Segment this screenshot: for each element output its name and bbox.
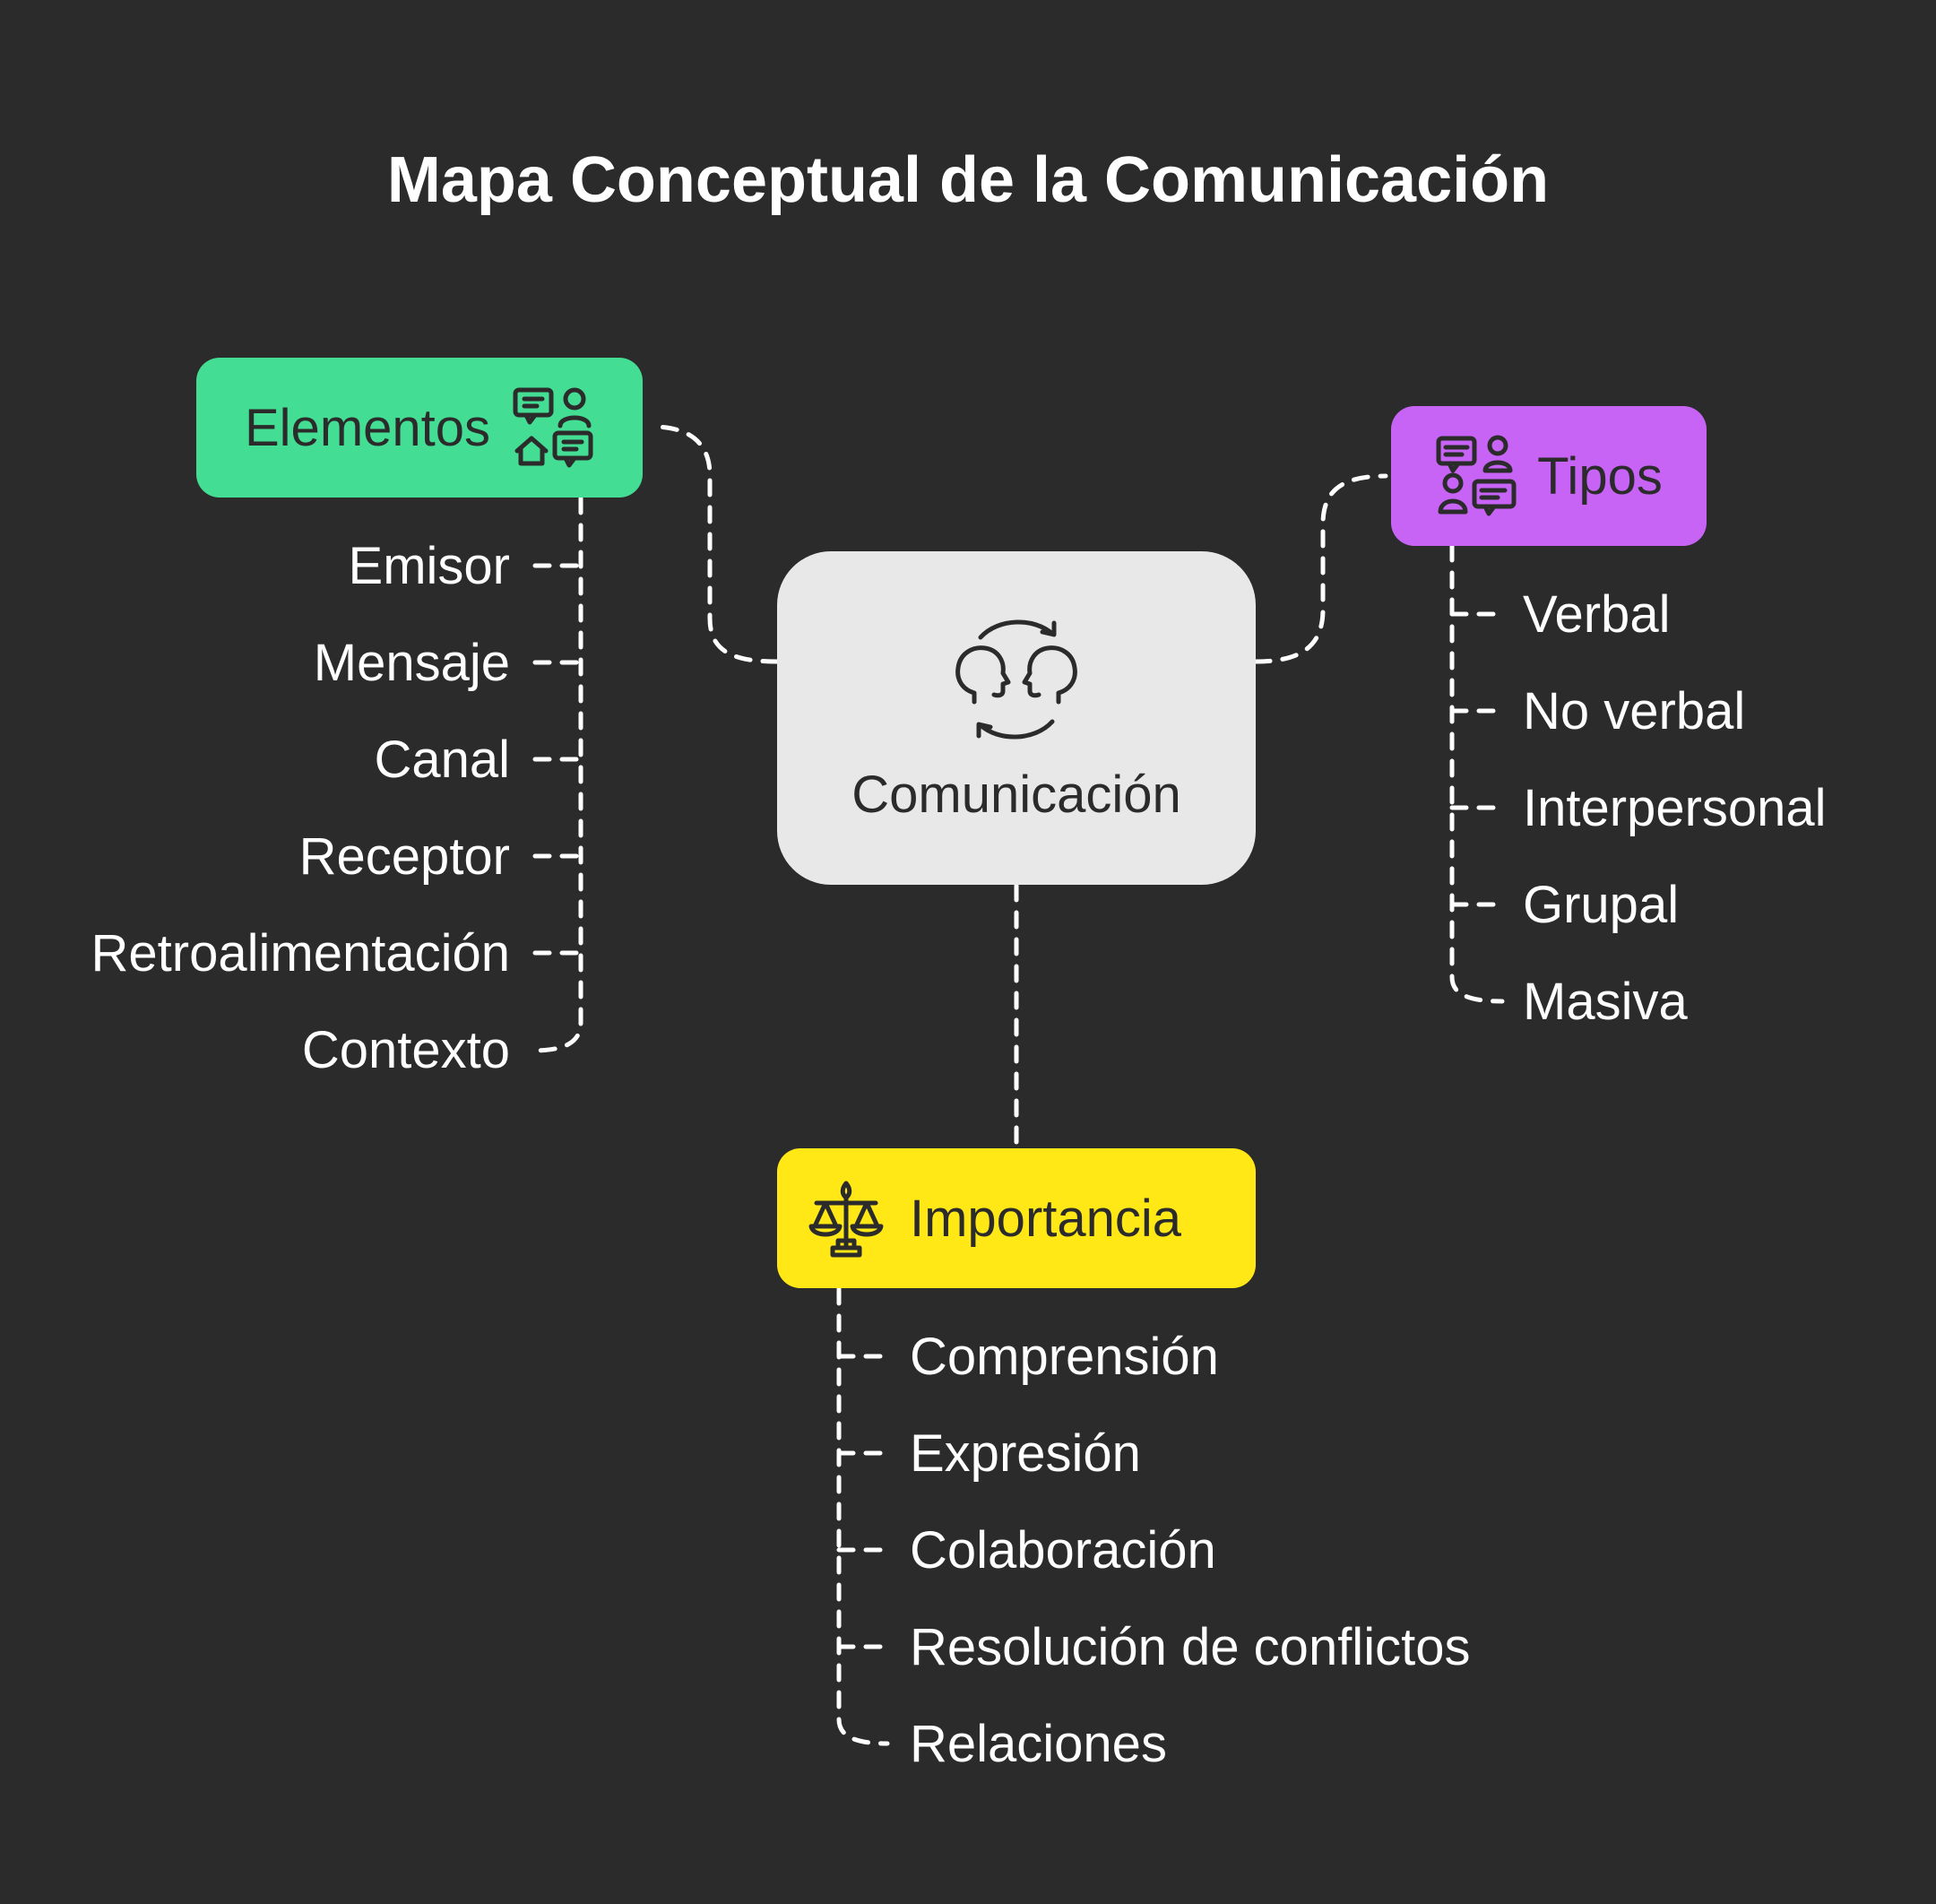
- connector-center-tipos: [1253, 473, 1388, 664]
- item-elementos-canal: Canal: [374, 731, 510, 789]
- page-title: Mapa Conceptual de la Comunicación: [386, 144, 1550, 216]
- item-elementos-contexto: Contexto: [301, 1021, 510, 1079]
- group-chat-icon: [1435, 435, 1517, 517]
- item-importancia-relaciones: Relaciones: [910, 1715, 1167, 1773]
- item-elementos-receptor: Receptor: [298, 827, 510, 886]
- item-tipos-grupal: Grupal: [1523, 876, 1680, 934]
- item-tipos-interpersonal: Interpersonal: [1523, 779, 1827, 837]
- item-elementos-mensaje: Mensaje: [313, 634, 510, 692]
- item-importancia-colaboracion: Colaboración: [910, 1521, 1216, 1579]
- spine-tipos: [1449, 543, 1505, 1004]
- item-tipos-no-verbal: No verbal: [1523, 682, 1746, 740]
- item-importancia-comprension: Comprensión: [910, 1328, 1219, 1386]
- spine-importancia: [836, 1286, 890, 1746]
- node-importancia: Importancia: [777, 1148, 1256, 1288]
- node-elementos: Elementos: [196, 358, 643, 498]
- communication-cycle-icon: [949, 612, 1084, 747]
- item-importancia-resolucion: Resolución de conflictos: [910, 1618, 1471, 1676]
- item-elementos-retroalimentacion: Retroalimentación: [91, 924, 510, 982]
- people-chat-icon: [512, 386, 594, 469]
- connector-center-elementos: [650, 424, 780, 664]
- item-tipos-verbal: Verbal: [1523, 585, 1671, 644]
- node-tipos-label: Tipos: [1537, 446, 1663, 506]
- spine-elementos: [530, 496, 583, 1053]
- node-elementos-label: Elementos: [244, 398, 491, 457]
- node-comunicacion-label: Comunicación: [851, 765, 1181, 824]
- node-tipos: Tipos: [1391, 406, 1707, 546]
- item-importancia-expresion: Expresión: [910, 1424, 1141, 1483]
- node-importancia-label: Importancia: [910, 1189, 1182, 1248]
- item-tipos-masiva: Masiva: [1523, 973, 1688, 1031]
- balance-scale-icon: [806, 1178, 886, 1259]
- item-elementos-emisor: Emisor: [348, 537, 510, 595]
- node-comunicacion: Comunicación: [777, 551, 1256, 885]
